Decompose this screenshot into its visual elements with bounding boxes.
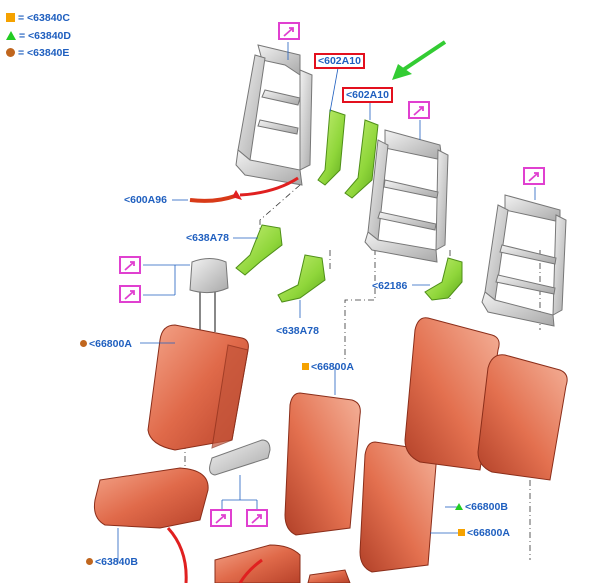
part-label-638a78-lower[interactable]: <638A78 xyxy=(276,325,319,337)
magnify-arrow-icon xyxy=(413,106,424,116)
part-label-66800a-left[interactable]: <66800A xyxy=(80,338,132,350)
magnify-arrow-icon xyxy=(124,261,135,271)
seat-frame-middle xyxy=(364,129,449,263)
seat-cushion-bottom xyxy=(214,544,351,584)
magnify-arrow-icon-callout-5[interactable] xyxy=(119,285,141,303)
magnify-arrow-icon-callout-7[interactable] xyxy=(246,509,268,527)
legend-item-circle: = <63840E xyxy=(6,47,69,59)
part-label-62186[interactable]: <62186 xyxy=(372,280,408,292)
seat-back-front-left xyxy=(147,324,249,451)
square-marker-icon xyxy=(458,529,465,536)
part-label-602a10-upper[interactable]: <602A10 xyxy=(314,53,365,69)
triangle-symbol-icon xyxy=(6,31,16,40)
part-label-602a10-lower[interactable]: <602A10 xyxy=(342,87,393,103)
circle-marker-icon xyxy=(80,340,87,347)
magnify-arrow-icon-callout-3[interactable] xyxy=(523,167,545,185)
seat-frame-right xyxy=(481,194,567,327)
part-label-66800a-right[interactable]: <66800A xyxy=(458,527,510,539)
seat-back-right-2 xyxy=(477,354,568,481)
part-label-638a78-upper[interactable]: <638A78 xyxy=(186,232,229,244)
magnify-arrow-icon-callout-2[interactable] xyxy=(408,101,430,119)
square-symbol-icon xyxy=(6,13,15,22)
seat-back-right xyxy=(404,317,500,471)
magnify-arrow-icon xyxy=(215,514,226,524)
legend-item-triangle: = <63840D xyxy=(6,30,71,42)
seat-back-middle xyxy=(284,392,361,536)
magnify-arrow-icon xyxy=(528,172,539,182)
seat-cushion-front-left xyxy=(94,467,209,529)
armrest xyxy=(209,439,271,476)
magnify-arrow-icon xyxy=(283,27,294,37)
magnify-arrow-icon-callout-1[interactable] xyxy=(278,22,300,40)
magnify-arrow-icon xyxy=(251,514,262,524)
circle-symbol-icon xyxy=(6,48,15,57)
magnify-arrow-icon-callout-6[interactable] xyxy=(210,509,232,527)
circle-marker-icon xyxy=(86,558,93,565)
part-label-66800a-middle[interactable]: <66800A xyxy=(302,361,354,373)
green-trim-parts xyxy=(235,109,463,303)
red-trim-strip xyxy=(189,194,236,203)
red-arrows xyxy=(166,176,299,584)
part-label-63840b[interactable]: <63840B xyxy=(86,556,138,568)
headrest xyxy=(189,258,229,332)
magnify-arrow-icon-callout-4[interactable] xyxy=(119,256,141,274)
part-label-66800b[interactable]: <66800B xyxy=(455,501,508,513)
square-marker-icon xyxy=(302,363,309,370)
legend-item-square: = <63840C xyxy=(6,12,70,24)
triangle-marker-icon xyxy=(455,503,463,510)
seat-frame-left xyxy=(235,44,313,186)
magnify-arrow-icon xyxy=(124,290,135,300)
green-arrow xyxy=(392,40,447,80)
part-label-600a96[interactable]: <600A96 xyxy=(124,194,167,206)
